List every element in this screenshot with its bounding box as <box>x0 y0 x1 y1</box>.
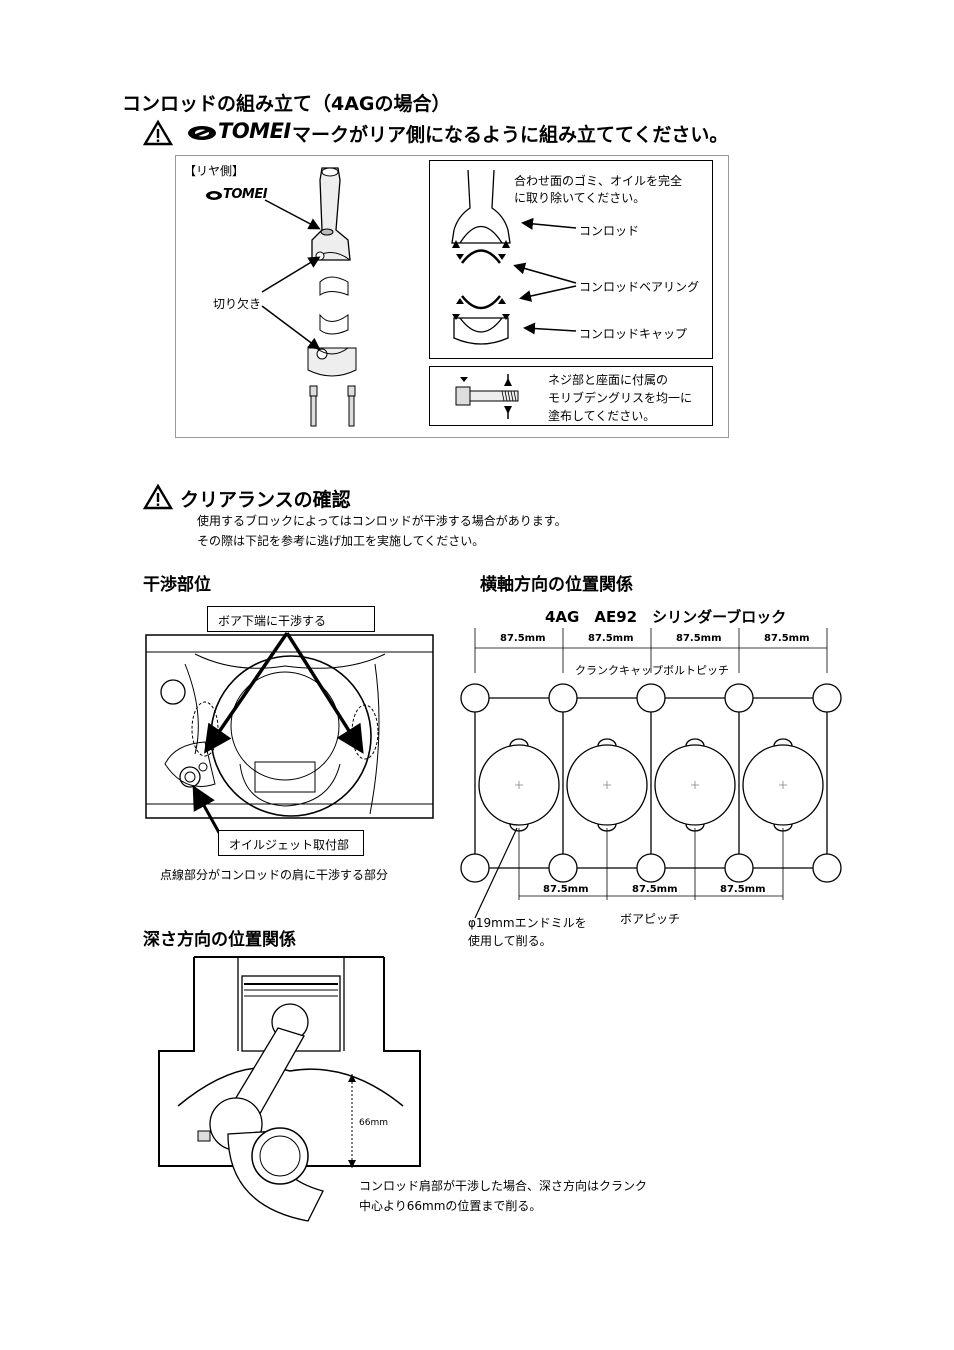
bottom-dim-2: 87.5mm <box>632 884 678 895</box>
assembly-warning <box>142 119 174 146</box>
tomei-logo-mark-icon <box>188 126 216 140</box>
block-title: 4AG AE92 シリンダーブロック <box>545 608 787 626</box>
depth-dim-label: 66mm <box>359 1118 388 1128</box>
bore-layout-drawing <box>460 628 842 919</box>
bearing-detail-drawing <box>451 169 577 345</box>
clean-note-line1: 合わせ面のゴミ、オイルを完全 <box>514 174 683 188</box>
oil-jet-label-box <box>218 830 364 856</box>
bore-label: ボア下端に干渉する <box>218 614 327 628</box>
clearance-heading: クリアランスの確認 <box>180 489 351 511</box>
clearance-desc-line1: 使用するブロックによってはコンロッドが干渉する場合があります。 <box>197 514 567 528</box>
depth-heading: 深さ方向の位置関係 <box>143 930 296 950</box>
grease-note-line2: モリブデングリスを均一に <box>548 391 693 405</box>
conrod-exploded-drawing <box>307 167 357 427</box>
grease-note-line1: ネジ部と座面に付属の <box>548 373 669 387</box>
top-dim-4: 87.5mm <box>764 633 810 644</box>
clearance-desc-line2: その際は下記を参考に逃げ加工を実施してください。 <box>197 534 485 548</box>
bottom-dim-3: 87.5mm <box>720 884 766 895</box>
bore-label-box <box>207 606 375 632</box>
horizontal-heading: 横軸方向の位置関係 <box>480 575 633 595</box>
clearance-warning-icon <box>142 483 174 510</box>
interference-heading: 干渉部位 <box>143 575 211 595</box>
warning-icon <box>142 119 174 146</box>
clean-note-line2: に取り除いてください。 <box>514 191 646 205</box>
endmill-line2: 使用して削る。 <box>468 934 552 948</box>
endmill-line1: φ19mmエンドミルを <box>468 916 587 930</box>
notch-label: 切り欠き <box>213 297 262 311</box>
top-dim-2: 87.5mm <box>588 633 634 644</box>
top-dim-1: 87.5mm <box>500 633 546 644</box>
depth-note-line1: コンロッド肩部が干渉した場合、深さ方向はクランク <box>359 1179 648 1193</box>
grease-note-line3: 塗布してください。 <box>548 409 656 423</box>
bolt-pitch-label: クランクキャップボルトピッチ <box>575 664 729 677</box>
cap-label: コンロッドキャップ <box>579 327 688 341</box>
oil-jet-label: オイルジェット取付部 <box>229 838 350 852</box>
top-dim-3: 87.5mm <box>676 633 722 644</box>
conrod-label: コンロッド <box>579 224 640 238</box>
bore-pitch-label: ボアピッチ <box>620 912 681 926</box>
tomei-small-logo-text: TOMEI <box>223 187 268 202</box>
depth-section-drawing <box>158 956 421 1222</box>
assembly-warning-text: マークがリア側になるように組み立ててください。 <box>292 124 729 146</box>
rear-side-label: 【リヤ側】 <box>184 164 245 178</box>
interference-caption: 点線部分がコンロッドの肩に干渉する部分 <box>160 868 389 882</box>
bearing-label: コンロッドベアリング <box>579 280 700 294</box>
bolt-drawing <box>455 374 519 419</box>
tomei-small-logo-icon <box>206 191 222 200</box>
bottom-dim-1: 87.5mm <box>543 884 589 895</box>
tomei-logo-text: TOMEI <box>218 119 291 143</box>
assembly-detail-box <box>429 160 713 359</box>
depth-note-line2: 中心より66mmの位置まで削る。 <box>359 1199 542 1213</box>
page-title: コンロッドの組み立て（4AGの場合） <box>122 93 451 115</box>
